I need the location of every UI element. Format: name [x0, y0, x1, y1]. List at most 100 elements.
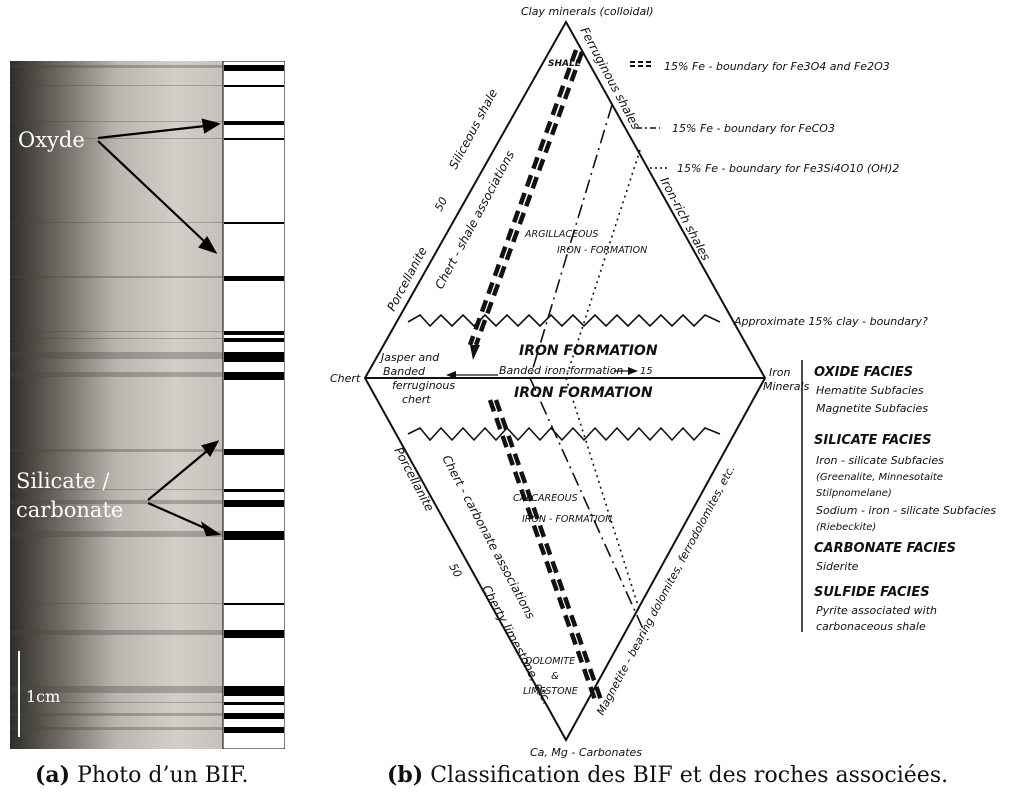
rock-stripe [10, 85, 223, 86]
band-log-bar [224, 449, 284, 455]
rock-stripe [10, 121, 223, 122]
caption-a: (a) Photo d’un BIF. [35, 762, 248, 788]
band-log-bar [224, 500, 284, 507]
band-log-bar [224, 338, 284, 342]
caption-b-letter: (b) [387, 762, 424, 788]
band-log-bar [224, 686, 284, 696]
label-shale: SHALE [548, 59, 582, 69]
band-log-bar [224, 713, 284, 719]
band-log-bar [224, 603, 284, 605]
rock-stripe [10, 276, 223, 278]
legend-samples [630, 61, 670, 169]
rock-stripe [10, 500, 223, 504]
label-ferruginous: ferruginous [392, 379, 455, 392]
oxide-facies-item-1: Hematite Subfacies [816, 384, 924, 397]
label-iron-formation-top: IRON FORMATION [519, 343, 658, 359]
band-log-bar [224, 630, 284, 638]
band-log-bar [224, 727, 284, 733]
fe-silicate-boundary [565, 149, 641, 613]
rock-stripe [10, 331, 223, 332]
silicate-facies-title: SILICATE FACIES [814, 433, 931, 448]
oxide-facies-title: OXIDE FACIES [814, 365, 913, 380]
caption-b-text: Classification des BIF et des roches ass… [423, 763, 949, 788]
fe-oxide-boundary [467, 49, 604, 701]
boundary-arrowhead [470, 345, 480, 360]
label-banded-iron-formation: Banded iron-formation [499, 364, 623, 377]
label-fifty-top: 50 [432, 195, 450, 213]
band-log-bar [224, 531, 284, 540]
sulfide-facies-item-2: carbonaceous shale [816, 620, 926, 633]
silicate-facies-item-5: (Riebeckite) [816, 522, 876, 533]
carbonate-boundary-zigzag [407, 426, 721, 442]
vertex-iron-1: Iron [769, 366, 790, 379]
vertex-clay: Clay minerals (colloidal) [521, 5, 654, 18]
sulfide-facies-item-1: Pyrite associated with [816, 604, 937, 617]
vertex-iron-2: Minerals [763, 380, 810, 393]
vertex-carbonates: Ca, Mg - Carbonates [530, 746, 642, 759]
label-banded: Banded [383, 365, 426, 378]
legend-oxide-boundary: 15% Fe - boundary for Fe3O4 and Fe2O3 [664, 60, 890, 73]
band-log-bar [224, 331, 284, 335]
band-log-bar [224, 121, 284, 125]
label-silicate-line2: carbonate [16, 498, 123, 522]
band-log-bar [224, 65, 284, 71]
sulfide-facies-title: SULFIDE FACIES [814, 585, 930, 600]
silicate-facies-item-3: Stilpnomelane) [816, 488, 892, 499]
rock-stripe [10, 603, 223, 604]
band-log [222, 61, 285, 749]
rock-stripe [10, 138, 223, 139]
rock-stripe [10, 686, 223, 693]
bif-classification-diagram: 15% Fe - boundary for Fe3O4 and Fe2O3 15… [330, 0, 1011, 760]
rock-photo [10, 61, 223, 749]
rock-stripe [10, 449, 223, 452]
rock-stripe [10, 713, 223, 716]
clay-boundary-zigzag [407, 313, 721, 328]
classification-rhombus [363, 19, 767, 743]
fe-carbonate-boundary [529, 104, 649, 641]
legend-carbonate-boundary: 15% Fe - boundary for FeCO3 [672, 122, 835, 135]
band-log-bar [224, 372, 284, 380]
label-iron-formation-bottom: IRON FORMATION [514, 385, 653, 401]
rock-stripe [10, 630, 223, 635]
banded-arrow [446, 367, 638, 379]
rock-stripe [10, 338, 223, 339]
bif-photo-figure: Oxyde Silicate / carbonate 1cm [10, 61, 285, 749]
rock-stripe [10, 352, 223, 359]
oxide-facies-item-2: Magnetite Subfacies [816, 402, 928, 415]
carbonate-facies-title: CARBONATE FACIES [814, 541, 956, 556]
scale-label: 1cm [26, 687, 60, 706]
band-log-bars [224, 65, 284, 733]
rock-banding [10, 65, 223, 730]
label-calcareous-iron-formation: IRON - FORMATION [522, 514, 612, 525]
band-log-bar [224, 702, 284, 705]
band-log-bar [224, 85, 284, 87]
band-log-bar [224, 222, 284, 224]
rock-stripe [10, 702, 223, 703]
vertex-chert: Chert [330, 372, 361, 385]
label-argillaceous-iron-formation: IRON - FORMATION [557, 245, 647, 256]
caption-a-text: Photo d’un BIF. [70, 763, 249, 788]
silicate-facies-item-1: Iron - silicate Subfacies [816, 454, 944, 467]
label-clay-boundary: Approximate 15% clay - boundary? [733, 315, 928, 328]
label-dolomite: DOLOMITE [525, 656, 575, 667]
caption-a-letter: (a) [35, 762, 71, 788]
arrows [97, 118, 222, 537]
caption-b: (b) Classification des BIF et des roches… [387, 762, 948, 788]
label-oxyde: Oxyde [18, 128, 85, 152]
label-jasper: Jasper and [379, 351, 440, 364]
rock-stripe [10, 65, 223, 68]
carbonate-facies-item-1: Siderite [816, 560, 859, 573]
rock-stripe [10, 372, 223, 377]
rock-stripe [10, 727, 223, 730]
label-argillaceous: ARGILLACEOUS [524, 229, 598, 240]
band-log-bar [224, 489, 284, 492]
band-log-bar [224, 352, 284, 362]
label-calcareous: CALCAREOUS [513, 493, 578, 504]
label-limestone: LIMESTONE [523, 686, 578, 697]
silicate-facies-item-2: (Greenalite, Minnesotaite [816, 472, 943, 483]
label-ampersand: & [551, 671, 559, 682]
rock-stripe [10, 531, 223, 537]
band-log-bar [224, 276, 284, 281]
band-log-bar [224, 138, 284, 140]
legend-silicate-boundary: 15% Fe - boundary for Fe3Si4O10 (OH)2 [677, 162, 899, 175]
